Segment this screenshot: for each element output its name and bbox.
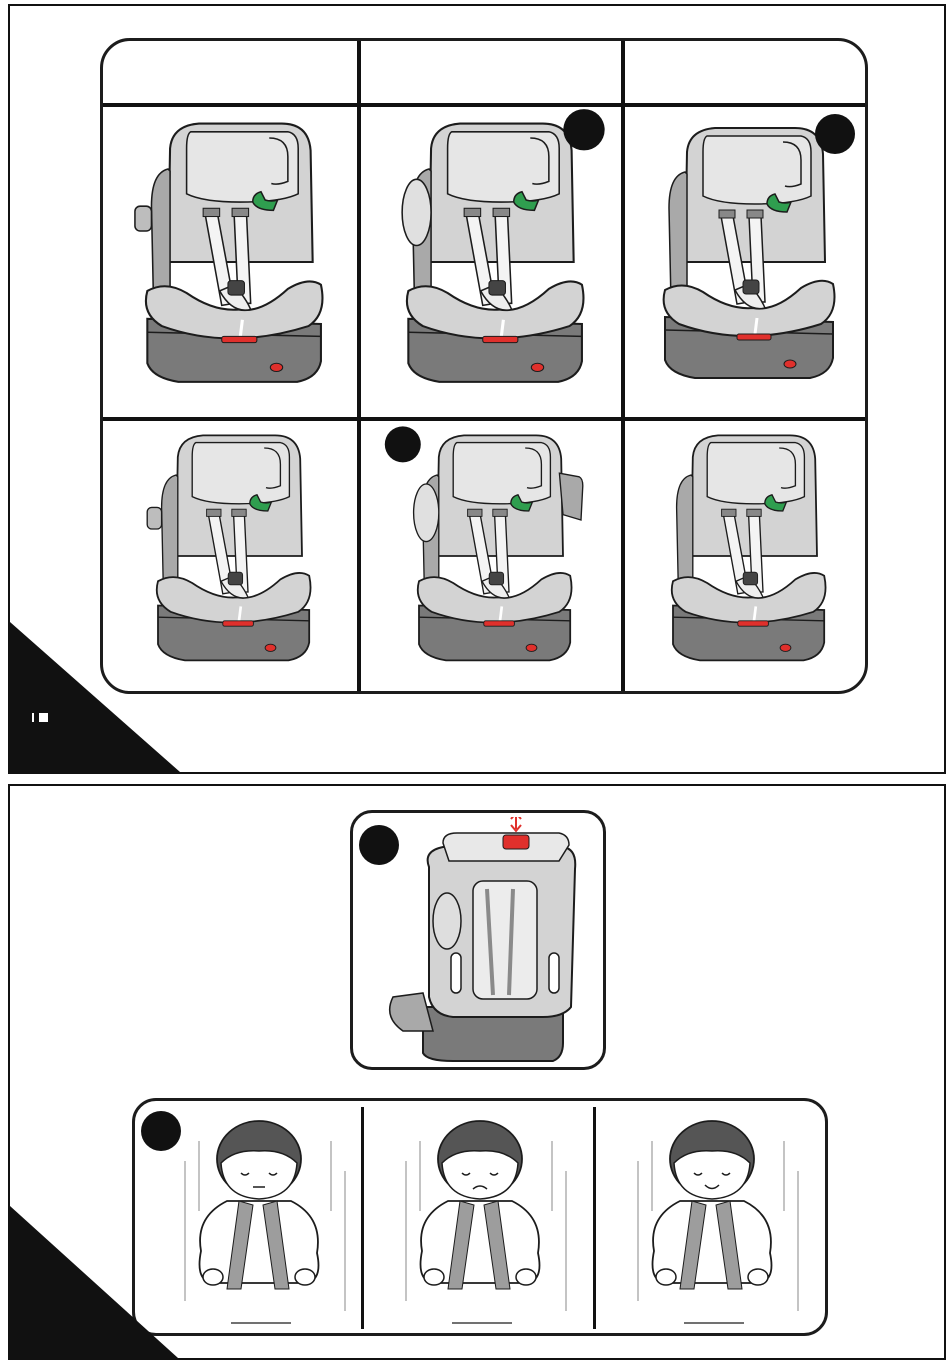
red-indicator-icon xyxy=(526,644,537,651)
headrest-wing xyxy=(559,473,582,520)
crotch-strap xyxy=(754,606,756,620)
panel-divider-1 xyxy=(361,1107,364,1329)
shoulder-clip-left xyxy=(203,208,220,216)
seat-illustration-r1c1 xyxy=(103,107,357,417)
child-hand-left xyxy=(203,1269,223,1285)
side-impact-pad xyxy=(433,893,461,949)
harness-buckle xyxy=(743,572,757,585)
seat-headrest xyxy=(707,443,804,504)
harness-fit-panel xyxy=(132,1098,828,1336)
car-seat-drawing xyxy=(625,421,865,691)
headrest-adjust-button xyxy=(503,835,529,849)
seat-illustration-r2c3 xyxy=(625,421,865,691)
seat-back-view-panel xyxy=(350,810,606,1070)
harness-buckle xyxy=(228,281,245,295)
page-marker-square xyxy=(39,713,48,722)
page-bottom xyxy=(8,784,946,1360)
page-marker xyxy=(32,710,62,724)
adjust-lever-red xyxy=(222,336,257,342)
shoulder-clip-right xyxy=(493,509,507,516)
shoulder-clip-right xyxy=(232,509,246,516)
crotch-strap xyxy=(240,320,242,337)
child-hand-right xyxy=(295,1269,315,1285)
shoulder-clip-left xyxy=(722,509,736,516)
harness-buckle xyxy=(489,281,506,295)
child-figure-drawing xyxy=(365,1101,593,1333)
seat-back-drawing xyxy=(363,817,593,1065)
seat-cushion-edge xyxy=(390,993,433,1031)
adjust-lever-red xyxy=(737,334,771,340)
red-indicator-icon xyxy=(265,644,276,651)
side-handle-icon xyxy=(147,507,161,529)
crotch-strap xyxy=(755,318,757,334)
step-badge-icon xyxy=(815,114,855,154)
shoulder-clip-right xyxy=(747,210,763,218)
adjust-lever-red xyxy=(484,621,515,626)
step-badge-icon xyxy=(563,109,604,150)
shoulder-clip-left xyxy=(464,208,481,216)
side-impact-pad xyxy=(402,179,431,245)
seat-headrest xyxy=(192,443,289,504)
grid-header-2 xyxy=(361,41,623,103)
side-impact-pad xyxy=(414,484,439,542)
child-hand-right xyxy=(516,1269,536,1285)
crotch-strap xyxy=(501,320,503,337)
crotch-strap xyxy=(500,606,502,620)
page-top xyxy=(8,4,946,774)
panel-divider-2 xyxy=(593,1107,596,1329)
harness-buckle xyxy=(743,280,759,294)
seat-headrest xyxy=(703,136,811,204)
page-marker-bar xyxy=(32,713,34,722)
child-fit-illustration-2 xyxy=(365,1101,593,1333)
child-fit-illustration-3 xyxy=(597,1101,825,1333)
child-face xyxy=(221,1151,297,1199)
shoulder-clip-right xyxy=(232,208,249,216)
step-badge-icon xyxy=(385,426,421,462)
seat-headrest xyxy=(453,443,550,504)
back-belt-channel xyxy=(473,881,537,999)
child-hand-left xyxy=(656,1269,676,1285)
red-indicator-icon xyxy=(784,360,796,368)
car-seat-drawing xyxy=(625,107,865,417)
child-hand-right xyxy=(748,1269,768,1285)
harness-buckle xyxy=(489,572,503,585)
seat-illustration-r1c3 xyxy=(625,107,865,417)
grid-header-1 xyxy=(103,41,359,103)
child-figure-drawing xyxy=(597,1101,825,1333)
seat-back-illustration xyxy=(363,817,593,1065)
seat-illustration-r1c2 xyxy=(361,107,621,417)
child-hand-left xyxy=(424,1269,444,1285)
child-fit-illustration-1 xyxy=(155,1101,361,1333)
black-corner-triangle xyxy=(10,1206,178,1358)
red-indicator-icon xyxy=(270,363,282,371)
adjust-lever-red xyxy=(223,621,254,626)
child-face xyxy=(442,1151,518,1199)
grid-header-3 xyxy=(625,41,865,103)
child-figure-drawing xyxy=(155,1101,361,1333)
black-corner-triangle xyxy=(10,622,180,772)
crotch-strap xyxy=(239,606,241,620)
seat-headrest xyxy=(187,132,299,202)
child-face xyxy=(674,1151,750,1199)
shoulder-clip-right xyxy=(747,509,761,516)
shoulder-clip-left xyxy=(468,509,482,516)
red-indicator-icon xyxy=(780,644,791,651)
harness-buckle xyxy=(228,572,242,585)
installation-grid xyxy=(100,38,868,694)
red-indicator-icon xyxy=(531,363,543,371)
belt-slot-left xyxy=(451,953,461,993)
adjust-lever-red xyxy=(738,621,769,626)
adjust-lever-red xyxy=(483,336,518,342)
car-seat-drawing xyxy=(361,107,621,417)
shoulder-clip-left xyxy=(719,210,735,218)
side-handle-icon xyxy=(135,206,152,231)
belt-slot-right xyxy=(549,953,559,993)
car-seat-drawing xyxy=(361,421,621,691)
shoulder-clip-left xyxy=(207,509,221,516)
seat-headrest xyxy=(448,132,560,202)
car-seat-drawing xyxy=(103,107,357,417)
seat-illustration-r2c2 xyxy=(361,421,621,691)
shoulder-clip-right xyxy=(493,208,510,216)
adjust-arrow-icon xyxy=(511,817,521,831)
